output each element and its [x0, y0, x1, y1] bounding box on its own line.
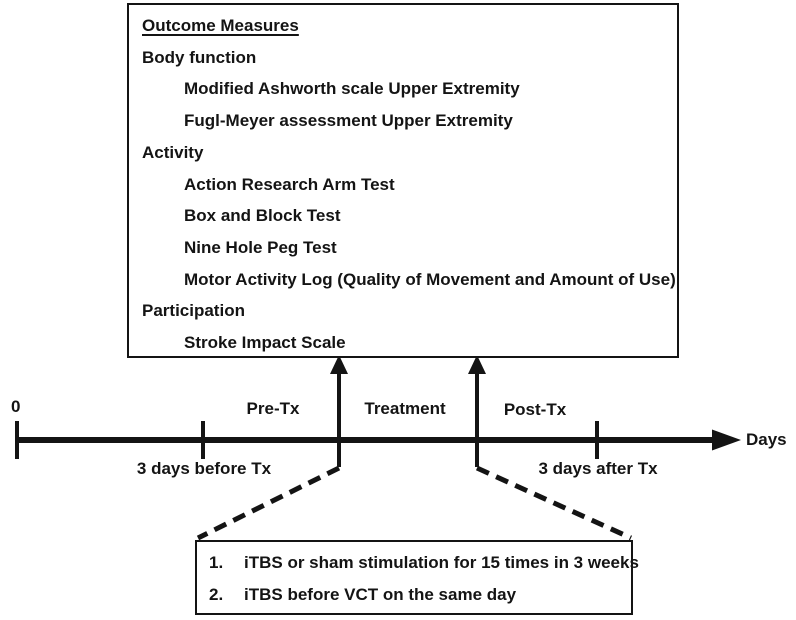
measure-item: Fugl-Meyer assessment Upper Extremity [184, 111, 513, 131]
measure-item: Motor Activity Log (Quality of Movement … [184, 269, 676, 289]
measure-item: Action Research Arm Test [184, 174, 395, 194]
assessment-arrowhead-left-icon [330, 355, 348, 374]
category-body-function: Body function [142, 47, 257, 67]
outcome-measures-title: Outcome Measures [142, 16, 299, 35]
treatment-details-box: 1. iTBS or sham stimulation for 15 times… [195, 540, 639, 615]
treatment-item: 1. iTBS or sham stimulation for 15 times… [209, 552, 639, 573]
tick-label-3-days-before-tx: 3 days before Tx [136, 459, 272, 478]
dashed-connector-left [196, 465, 341, 541]
category-participation: Participation [142, 301, 245, 321]
measure-item: Nine Hole Peg Test [184, 237, 337, 257]
axis-label-days: Days [746, 430, 787, 449]
category-activity: Activity [142, 142, 204, 162]
tick-label-3-days-after-tx: 3 days after Tx [538, 459, 658, 478]
treatment-item-text: iTBS or sham stimulation for 15 times in… [244, 553, 639, 572]
measure-item: Stroke Impact Scale [184, 333, 346, 353]
measure-item: Modified Ashworth scale Upper Extremity [184, 79, 520, 99]
treatment-item-text: iTBS before VCT on the same day [244, 585, 517, 604]
treatment-item: 2. iTBS before VCT on the same day [209, 584, 631, 605]
phase-label-pre-tx: Pre-Tx [246, 399, 300, 418]
phase-label-treatment: Treatment [364, 399, 446, 418]
outcome-measures-box: Outcome Measures Body function Modified … [127, 3, 679, 358]
assessment-arrowhead-right-icon [468, 355, 486, 374]
treatment-item-number: 2. [209, 585, 224, 604]
measure-item: Box and Block Test [184, 206, 341, 226]
timeline-origin-label: 0 [11, 397, 21, 416]
treatment-item-number: 1. [209, 553, 224, 572]
phase-label-post-tx: Post-Tx [503, 400, 567, 419]
timeline-arrowhead-icon [712, 429, 741, 451]
dashed-connector-right [475, 465, 633, 541]
